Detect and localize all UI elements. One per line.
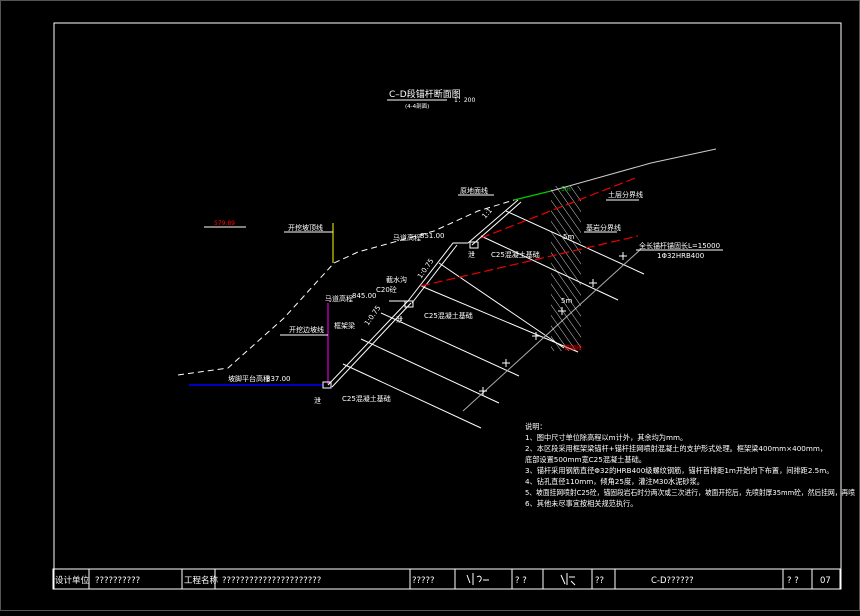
design-slope-label: 开挖坡顶线 bbox=[288, 223, 323, 232]
slope-face-upper-inner bbox=[471, 201, 522, 246]
ground-segment-green bbox=[513, 190, 552, 201]
drawing-title: C–D段锚杆断面图 bbox=[389, 88, 461, 100]
foundation-block-2 bbox=[404, 300, 414, 308]
note-item: 3、锚杆采用钢筋直径Φ32的HRB400级螺纹钢筋，锚杆首排距1m开始向下布置，… bbox=[525, 466, 833, 475]
title-field-4: ? ? bbox=[787, 576, 799, 586]
note-item: 4、钻孔直径110mm，倾角25度，灌注M30水泥砂浆。 bbox=[525, 477, 704, 486]
slope-ratio-lower: 1:0.75 bbox=[363, 304, 382, 327]
slope-face-upper bbox=[467, 199, 519, 244]
title-field-3: ?? bbox=[595, 576, 604, 586]
drain-tag-upper: 泄 bbox=[468, 250, 475, 259]
anchorage-segment-label: 锚固段 bbox=[564, 344, 582, 352]
rock-boundary-label: 基岩分界线 bbox=[586, 223, 621, 232]
reviewer-signature bbox=[560, 573, 576, 586]
slope-face-middle bbox=[407, 242, 468, 302]
foundation-block-1 bbox=[322, 381, 332, 389]
designer-signature bbox=[466, 573, 489, 585]
c25-label-lower: C25混凝土基础 bbox=[342, 394, 391, 403]
drain-tag-middle: 泄 bbox=[396, 315, 403, 324]
note-item: 5、坡面挂网喷射C25砼，锚固段岩石时分两次或三次进行，坡面开挖后，先喷射厚35… bbox=[525, 488, 855, 497]
base-elevation: 837.00 bbox=[266, 375, 291, 383]
c25-label-middle: C25混凝土基础 bbox=[424, 311, 473, 320]
excavation-line-label: 开挖边坡线 bbox=[289, 325, 324, 334]
note-item: 1、图中尺寸单位除高程以m计外，其余均为mm。 bbox=[525, 433, 687, 442]
platform-elev-label: 马道高程 bbox=[393, 233, 421, 242]
rock-boundary-line bbox=[420, 235, 639, 287]
original-ground-line bbox=[177, 199, 515, 376]
drain-tag-lower: 泄 bbox=[314, 396, 321, 405]
base-platform-label: 坡脚平台高程 bbox=[228, 374, 270, 383]
drawing-name: C-D?????? bbox=[651, 576, 694, 586]
platform-top-label: 马道高程 bbox=[325, 294, 353, 303]
title-block: 设计单位 ?????????? 工程名称 ???????????????????… bbox=[52, 568, 841, 590]
soil-boundary-line bbox=[480, 176, 639, 239]
project-name-value: ?????????????????????? bbox=[222, 576, 321, 586]
note-item: 6、其他未尽事宜按相关规范执行。 bbox=[525, 499, 637, 508]
green-tag: 5m bbox=[561, 186, 571, 193]
upper-ground-line bbox=[550, 148, 717, 192]
design-unit-value: ?????????? bbox=[95, 576, 140, 586]
c20-label: C20砼 bbox=[376, 285, 397, 294]
stress-tag-2: 5m bbox=[561, 297, 572, 305]
red-elevation-label: 579.89 bbox=[214, 220, 235, 227]
anchor-bar bbox=[342, 363, 482, 429]
platform-elev-2: 845.00 bbox=[352, 292, 377, 300]
frame-beam-label: 框架梁 bbox=[334, 321, 355, 330]
ground-line-label: 原地面线 bbox=[460, 186, 488, 195]
anchor-bar bbox=[360, 338, 500, 404]
rock-hatch-column bbox=[551, 186, 581, 351]
notes-heading: 说明： bbox=[525, 422, 547, 431]
design-unit-label: 设计单位 bbox=[55, 575, 90, 586]
slope-face-lower-inner bbox=[331, 302, 412, 388]
anchor-bar bbox=[438, 262, 565, 349]
anchor-bar bbox=[380, 312, 520, 377]
title-field-1: ????? bbox=[412, 576, 435, 586]
slope-face-middle-inner bbox=[411, 244, 458, 304]
note-item: 2、本区段采用框架梁锚杆+锚杆挂网喷射混凝土的支护形式处理。框架梁400mm×4… bbox=[525, 444, 827, 453]
c25-label-upper: C25混凝土基础 bbox=[491, 250, 540, 259]
project-name-label: 工程名称 bbox=[184, 575, 219, 586]
notes-block: 说明： 1、图中尺寸单位除高程以m计外，其余均为mm。 2、本区段采用框架梁锚杆… bbox=[525, 422, 855, 508]
anchor-spec-label: 1Φ32HRB400 bbox=[657, 252, 704, 260]
anchor-length-label: 全长锚杆锚固长L=15000 bbox=[639, 241, 720, 250]
foundation-block-3 bbox=[469, 241, 479, 249]
sheet-number: 07 bbox=[820, 576, 831, 586]
platform-elev-1: 851.00 bbox=[420, 232, 445, 240]
drawing-frame bbox=[53, 22, 842, 590]
stress-tag-1: 5m bbox=[563, 233, 574, 241]
drawing-scale: 1：200 bbox=[454, 97, 475, 104]
slope-face-lower bbox=[327, 300, 410, 386]
drain-label: 截水沟 bbox=[386, 275, 407, 284]
anchor-bar bbox=[480, 235, 619, 301]
title-field-2: ? ? bbox=[515, 576, 527, 586]
slope-ratio-upper: 1:1 bbox=[481, 207, 494, 221]
drawing-subtitle: (4-4剖面) bbox=[405, 102, 429, 110]
soil-boundary-label: 土层分界线 bbox=[608, 190, 643, 199]
note-item: 底部设置500mm宽C25混凝土基础。 bbox=[525, 455, 646, 464]
